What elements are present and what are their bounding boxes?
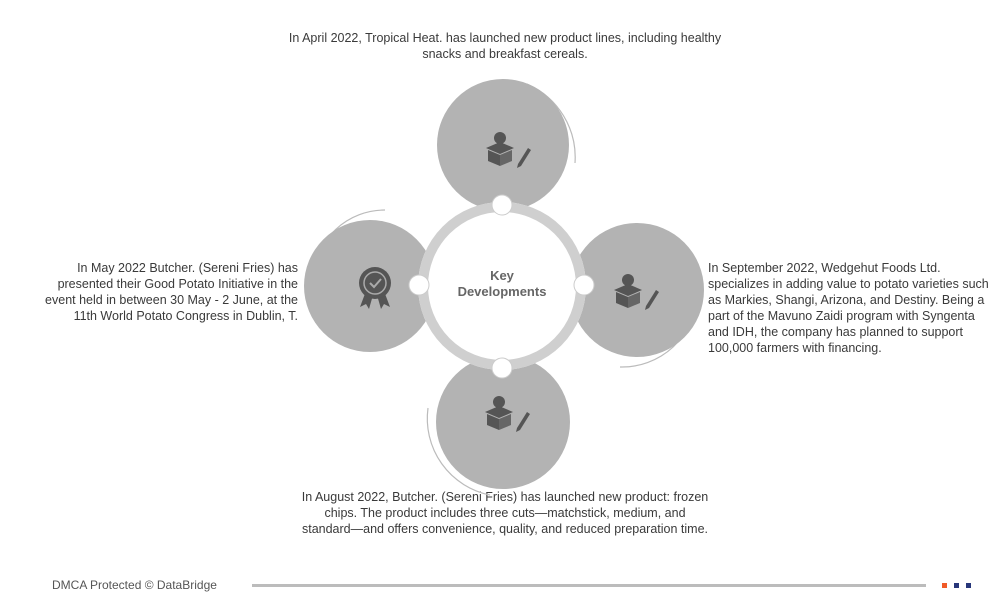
center-circle xyxy=(430,214,574,358)
node-top xyxy=(491,194,513,216)
brand-square xyxy=(966,583,971,588)
center-title: Key Developments xyxy=(457,268,547,299)
footer-divider xyxy=(252,584,926,587)
decorative-arc-bottom xyxy=(426,407,491,496)
development-right-text: In September 2022, Wedgehut Foods Ltd. s… xyxy=(708,261,989,355)
development-bottom-text: In August 2022, Butcher. (Sereni Fries) … xyxy=(301,490,709,536)
development-left-text: In May 2022 Butcher. (Sereni Fries) has … xyxy=(45,261,298,323)
node-right xyxy=(573,274,595,296)
footer-copyright: DMCA Protected © DataBridge xyxy=(52,578,217,592)
brand-square xyxy=(942,583,947,588)
node-bottom xyxy=(491,357,513,379)
brand-square xyxy=(954,583,959,588)
node-left xyxy=(408,274,430,296)
award-badge-icon xyxy=(359,267,391,309)
development-top-text: In April 2022, Tropical Heat. has launch… xyxy=(288,31,722,61)
